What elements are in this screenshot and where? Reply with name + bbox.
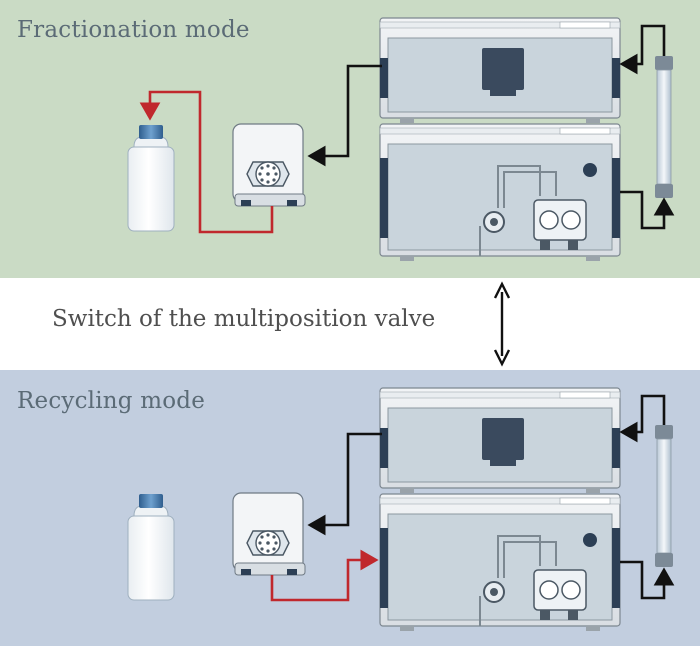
recycling-mode-title: Recycling mode xyxy=(17,388,206,414)
switch-panel xyxy=(0,278,700,370)
flow-line-column-out xyxy=(619,24,666,75)
flow-line-column-out xyxy=(619,394,666,443)
hplc-instrument-stack xyxy=(379,387,621,632)
hplc-instrument-stack xyxy=(379,17,621,262)
collection-line xyxy=(139,90,274,234)
fractionation-mode-title: Fractionation mode xyxy=(17,17,250,43)
recycling-diagram xyxy=(127,387,675,632)
solvent-bottle xyxy=(127,124,175,232)
switch-valve-label: Switch of the multiposition valve xyxy=(52,306,436,332)
switch-double-arrow xyxy=(493,281,511,367)
multiposition-valve xyxy=(232,492,306,576)
fractionation-diagram xyxy=(127,17,675,262)
multiposition-valve xyxy=(232,123,306,207)
solvent-bottle xyxy=(127,493,175,601)
flow-line-to-valve xyxy=(307,64,382,167)
chromatography-column xyxy=(654,424,674,568)
flow-line-column-in xyxy=(620,560,675,600)
flow-line-column-in xyxy=(620,190,675,230)
chromatography-column xyxy=(654,55,674,199)
recycle-line xyxy=(270,549,379,602)
flow-line-to-valve xyxy=(307,432,382,536)
